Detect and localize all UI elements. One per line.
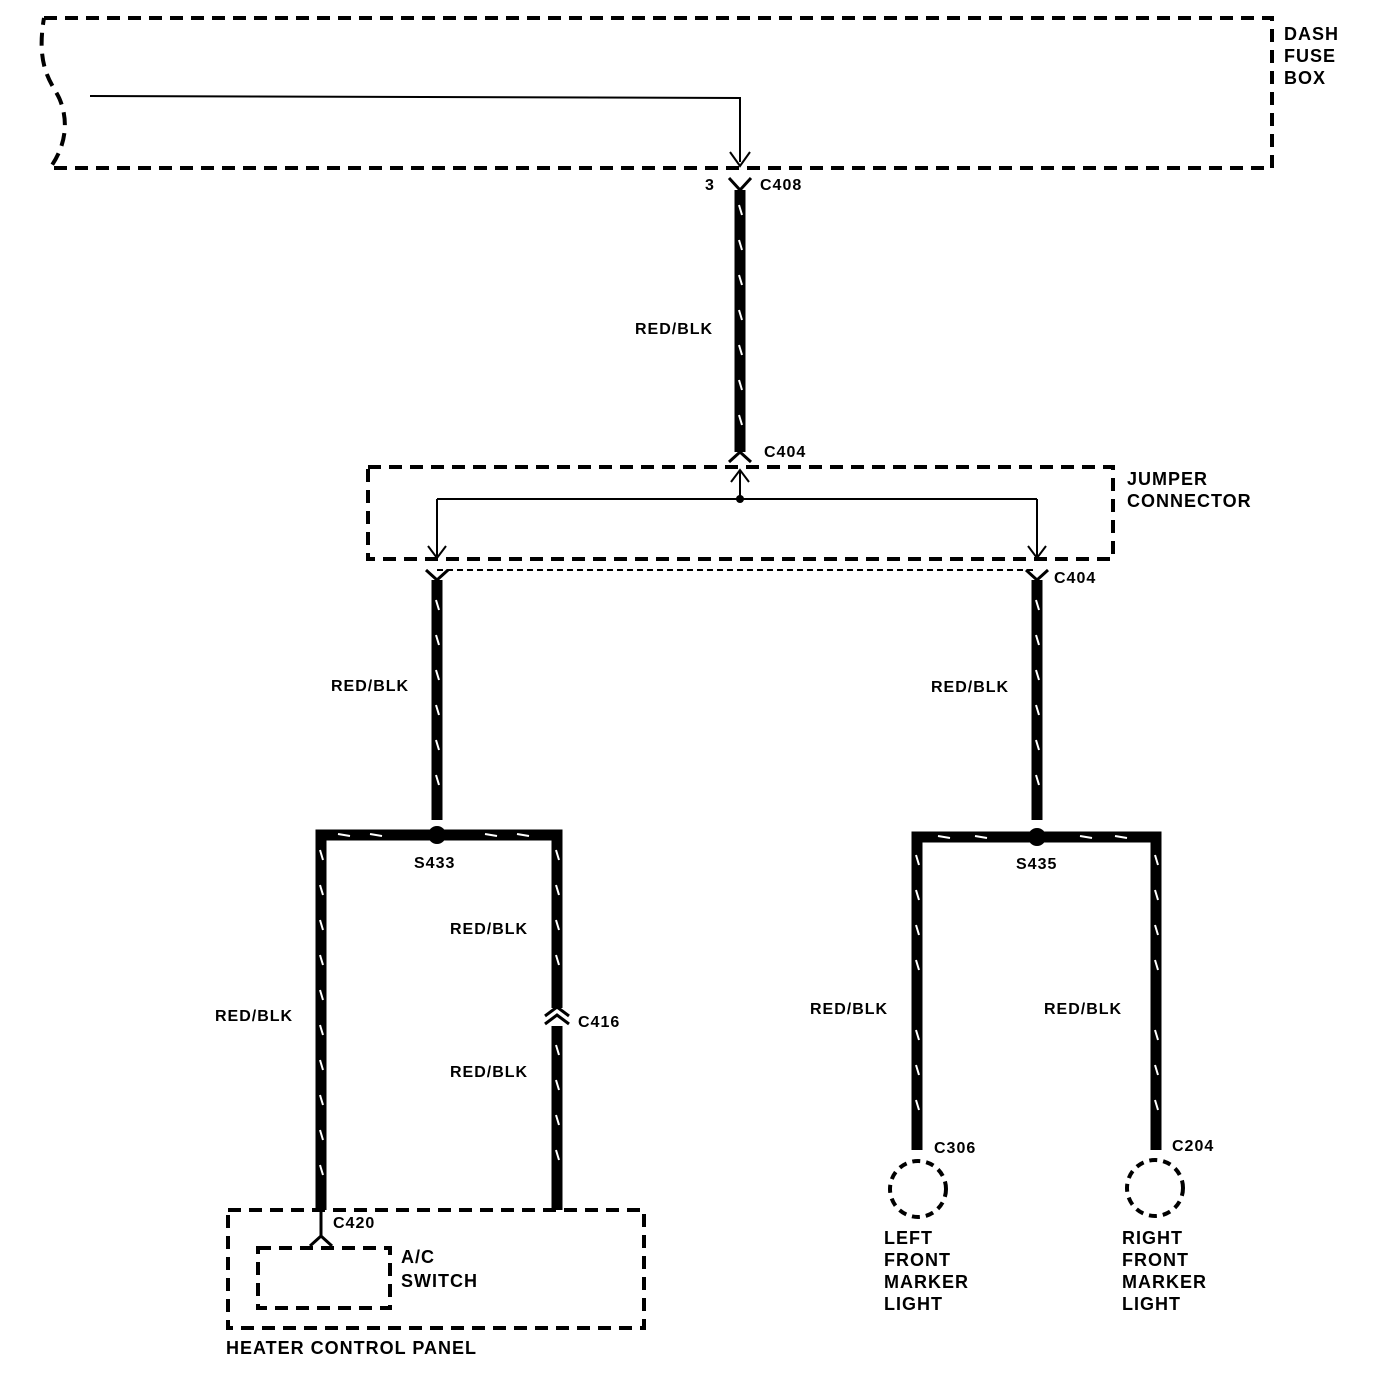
c404-top-terminal — [727, 449, 753, 464]
left-marker-label-line2: FRONT — [884, 1250, 951, 1270]
wire-s435-left-color-label: RED/BLK — [810, 1001, 888, 1018]
splice-s433: S433 RED/BLK RED/BLK RED/BLK — [215, 826, 563, 1210]
right-marker-bulb-icon — [1125, 1158, 1185, 1218]
jumper-connector-outline — [366, 465, 1115, 561]
heater-control-panel-label: HEATER CONTROL PANEL — [226, 1338, 477, 1358]
c204-label: C204 — [1172, 1138, 1214, 1155]
c408-label: C408 — [760, 177, 802, 194]
connector-c416: C416 — [544, 1005, 620, 1031]
wire-s433-left-color-label: RED/BLK — [215, 1008, 293, 1025]
wire-main-stripes — [738, 204, 743, 426]
s433-splice-dot — [428, 826, 446, 844]
jumper-left-arrow — [427, 545, 447, 560]
s435-splice-dot — [1028, 828, 1046, 846]
left-marker-label-line1: LEFT — [884, 1228, 933, 1248]
c306-label: C306 — [934, 1140, 976, 1157]
ac-switch-label-line2: SWITCH — [401, 1271, 478, 1291]
jumper-top-arrow — [730, 468, 750, 483]
wire-right-branch-color-label: RED/BLK — [931, 679, 1009, 696]
wire-s433-right-lower-color-label: RED/BLK — [450, 1064, 528, 1081]
jumper-right-arrow — [1027, 545, 1047, 560]
wire-left-branch: RED/BLK — [331, 580, 443, 820]
jumper-connector-label-line2: CONNECTOR — [1127, 491, 1252, 511]
s435-label: S435 — [1016, 856, 1057, 873]
wire-s433-right-upper-color-label: RED/BLK — [450, 921, 528, 938]
s433-bus-stripes — [319, 833, 560, 1176]
right-marker-label-line2: FRONT — [1122, 1250, 1189, 1270]
dash-fuse-box-label-line3: BOX — [1284, 68, 1326, 88]
connector-c420: C420 — [308, 1212, 375, 1248]
s433-label: S433 — [414, 855, 455, 872]
wire-s435-right-color-label: RED/BLK — [1044, 1001, 1122, 1018]
ac-switch-label-line1: A/C — [401, 1247, 435, 1267]
c404-left-terminal — [424, 568, 450, 583]
ac-switch: A/C SWITCH — [256, 1246, 478, 1310]
heater-control-panel-outline — [226, 1208, 646, 1330]
c408-terminal — [727, 176, 753, 193]
dash-fuse-box-label-line1: DASH — [1284, 24, 1339, 44]
dash-fuse-box-label-line2: FUSE — [1284, 46, 1336, 66]
c404-right-label: C404 — [1054, 570, 1096, 587]
c408-pin-number: 3 — [705, 177, 715, 194]
right-marker-label-line4: LIGHT — [1122, 1294, 1181, 1314]
splice-s435: S435 RED/BLK RED/BLK — [810, 828, 1162, 1150]
c420-terminal — [308, 1233, 334, 1248]
left-marker-bulb-icon — [888, 1159, 948, 1219]
right-front-marker-light: C204 RIGHT FRONT MARKER LIGHT — [1122, 1138, 1214, 1314]
wire-main: RED/BLK — [635, 190, 746, 452]
c420-label: C420 — [333, 1215, 375, 1232]
connector-c408: 3 C408 — [705, 176, 802, 194]
dash-fuse-box: DASH FUSE BOX — [39, 16, 1339, 170]
c404-top-label: C404 — [764, 444, 806, 461]
left-marker-label-line4: LIGHT — [884, 1294, 943, 1314]
fuse-box-internal-trace — [89, 95, 741, 162]
fuse-box-internal-arrow — [729, 151, 751, 168]
wire-left-branch-stripes — [435, 599, 440, 786]
left-front-marker-light: C306 LEFT FRONT MARKER LIGHT — [884, 1140, 976, 1314]
connector-c404-top: C404 — [727, 444, 806, 464]
jumper-junction-dot — [736, 495, 744, 503]
c416-gap — [546, 1008, 568, 1026]
jumper-connector: JUMPER CONNECTOR — [366, 465, 1252, 571]
dash-fuse-box-outline — [39, 16, 1274, 170]
wire-right-branch-stripes — [1035, 599, 1040, 786]
wire-left-branch-color-label: RED/BLK — [331, 678, 409, 695]
wire-main-color-label: RED/BLK — [635, 321, 713, 338]
jumper-internal-trace — [436, 470, 1038, 556]
c416-lower-terminal — [544, 1013, 570, 1026]
right-marker-label-line3: MARKER — [1122, 1272, 1207, 1292]
wire-right-branch: RED/BLK — [931, 580, 1043, 820]
connector-c404-left — [424, 568, 450, 583]
c416-upper-terminal — [544, 1005, 570, 1018]
ac-switch-outline — [256, 1246, 392, 1310]
c416-label: C416 — [578, 1014, 620, 1031]
s435-bus — [911, 831, 1162, 1150]
s433-bus — [315, 829, 563, 1210]
right-marker-label-line1: RIGHT — [1122, 1228, 1183, 1248]
c404-right-terminal — [1024, 568, 1050, 583]
left-marker-label-line3: MARKER — [884, 1272, 969, 1292]
heater-control-panel: HEATER CONTROL PANEL C420 A/C SWITCH — [226, 1208, 646, 1358]
jumper-connector-label-line1: JUMPER — [1127, 469, 1208, 489]
s435-bus-stripes — [915, 835, 1159, 1111]
